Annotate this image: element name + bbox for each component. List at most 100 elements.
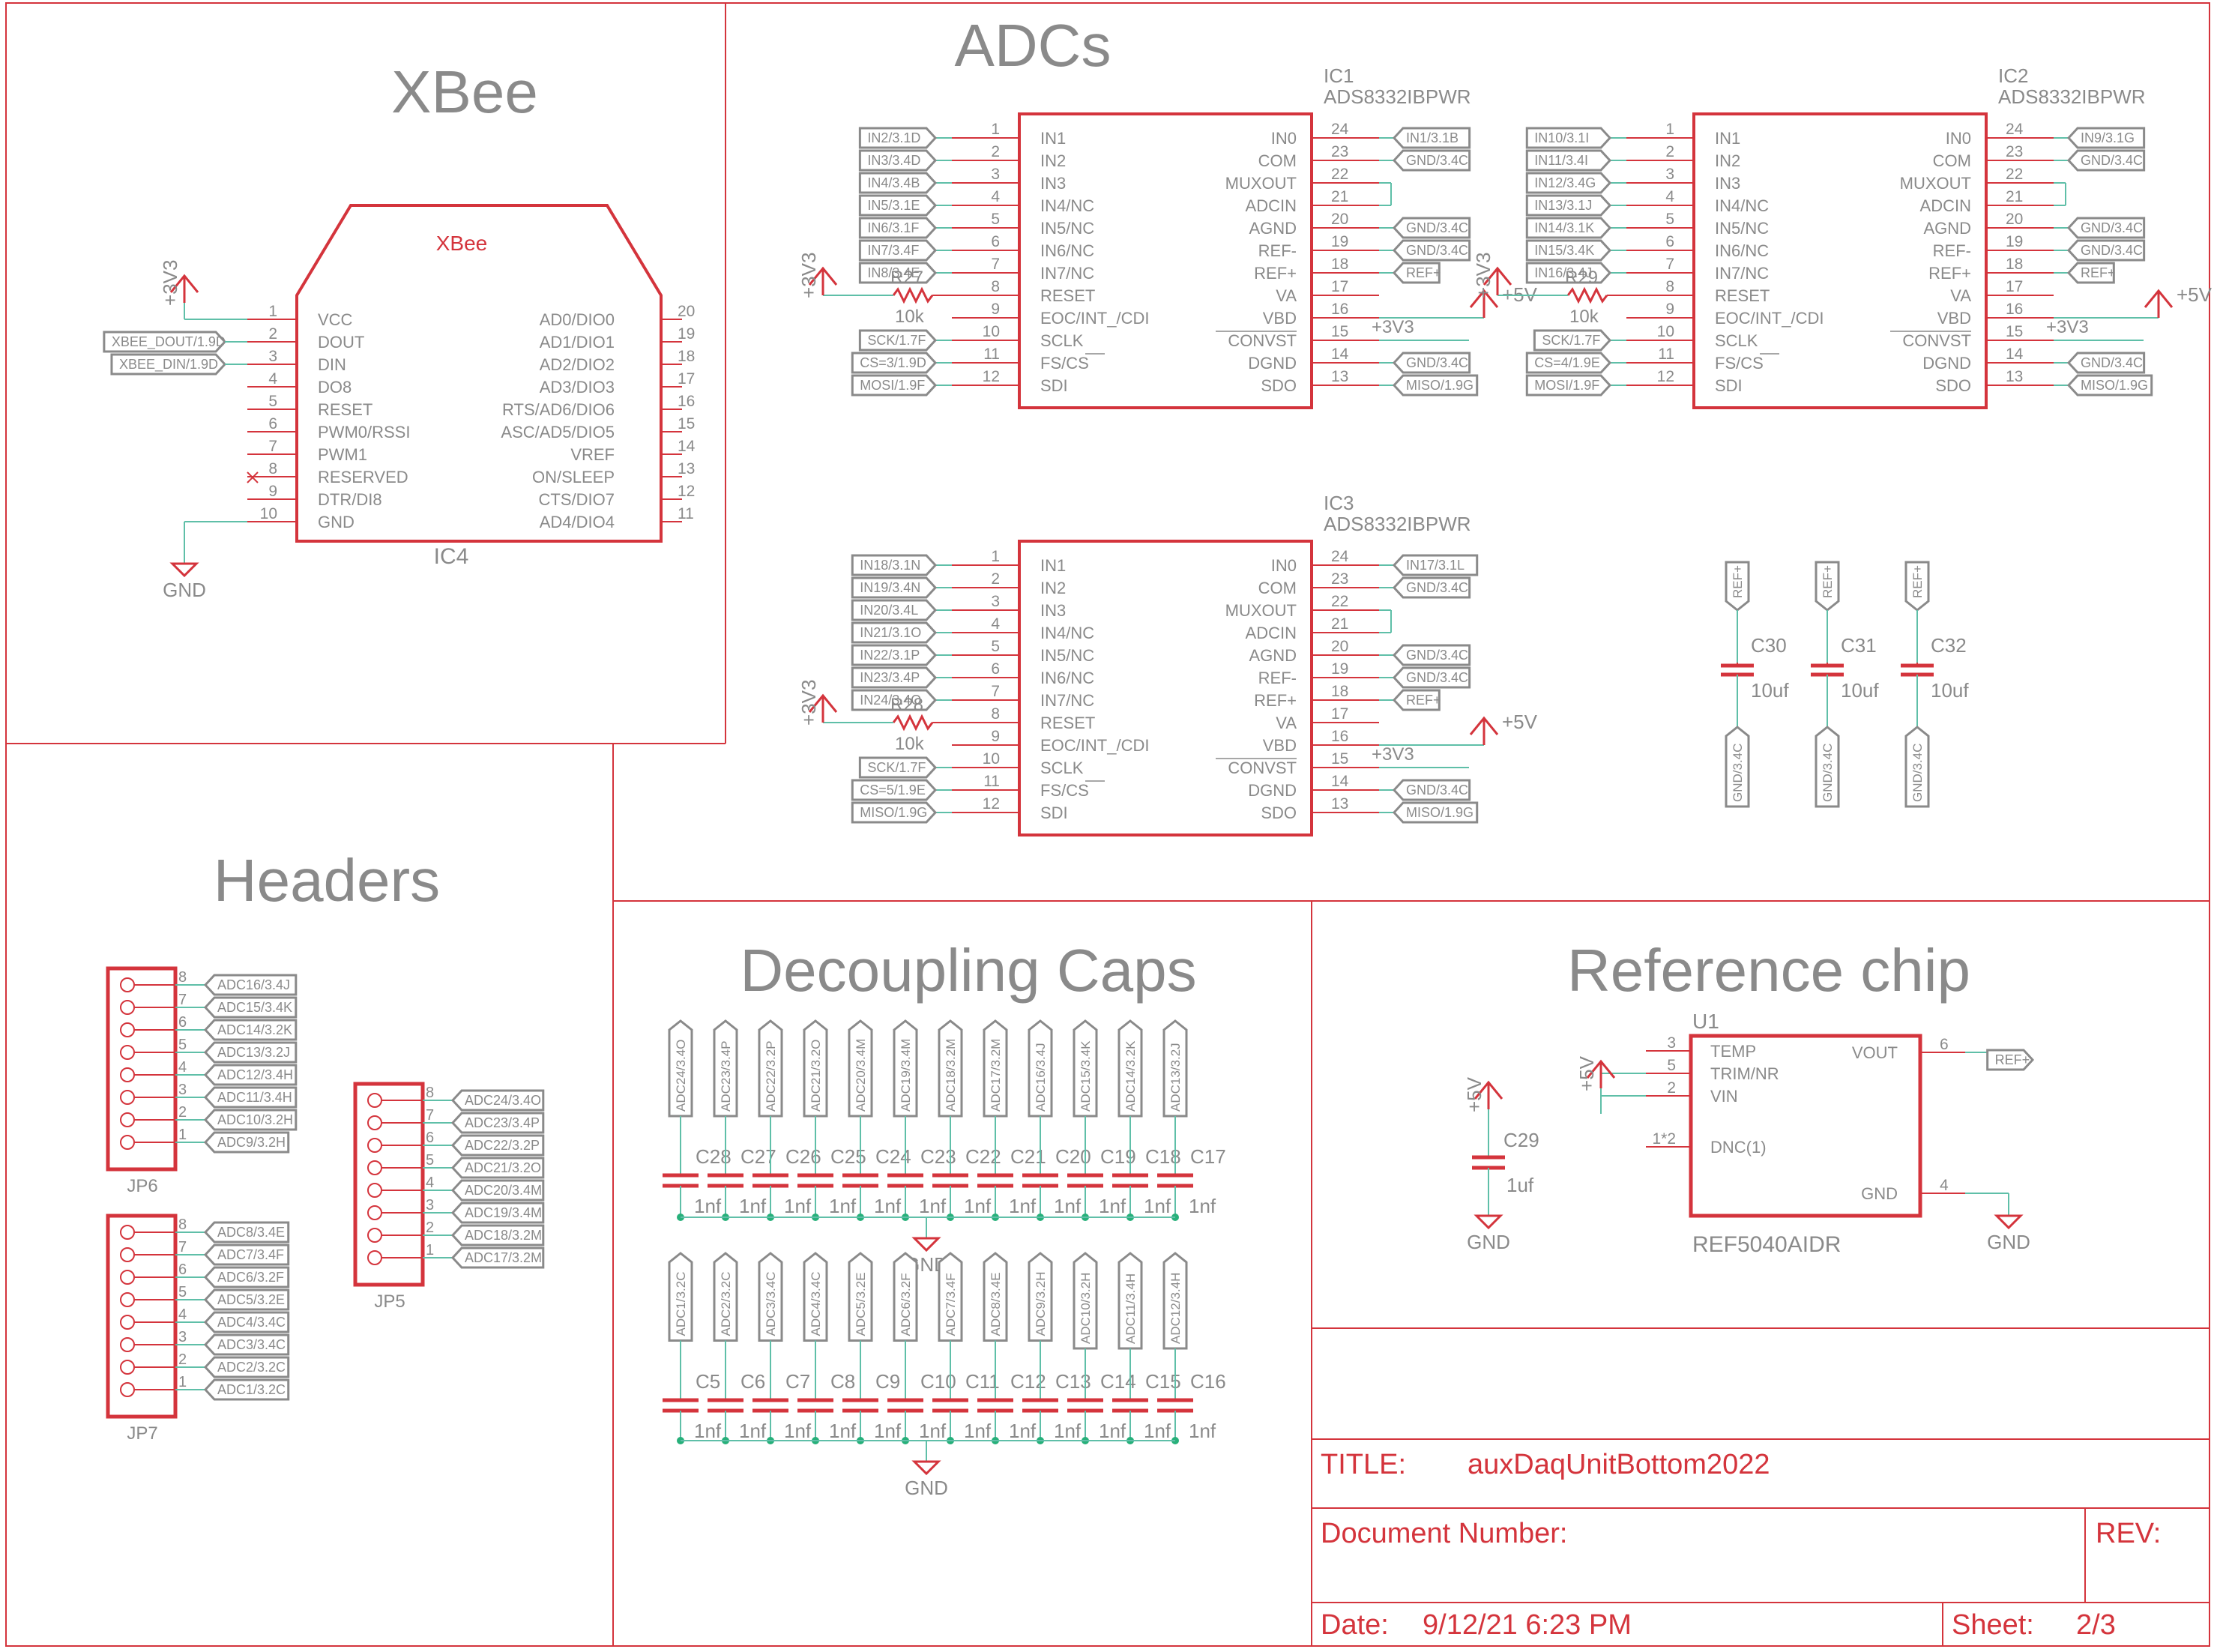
- pin-name: MUXOUT: [1225, 174, 1297, 193]
- net-label-flag: [851, 576, 938, 599]
- net-label: ADC19/3.4M: [450, 1202, 545, 1224]
- net-label: IN23/3.4P: [851, 666, 938, 689]
- pin-number: 8: [426, 1085, 434, 1101]
- pin-number: 15: [1331, 323, 1348, 340]
- net-label-text: ADC15/3.4K: [217, 1000, 292, 1015]
- net-label-text: GND/3.4C: [1406, 580, 1468, 595]
- net-label: GND/3.4C: [1392, 576, 1471, 599]
- cap-value: 10uf: [1841, 679, 1879, 702]
- chip-name: U1: [1692, 1010, 1719, 1033]
- header-name: JP6: [127, 1176, 157, 1196]
- ground-icon: [1474, 1214, 1503, 1230]
- net-label: IN15/3.4K: [1525, 239, 1612, 262]
- cap-value: 10uf: [1931, 679, 1969, 702]
- pin-name: IN3: [1040, 601, 1066, 620]
- net-label-flag: [110, 353, 227, 376]
- pin-name: SDI: [1715, 376, 1743, 395]
- power-symbol: +3V3: [1472, 253, 1512, 298]
- pin-name: VBD: [1263, 736, 1297, 755]
- net-label-flag: [2066, 352, 2146, 374]
- net-label-vertical: ADC10/3.2H: [1073, 1252, 1098, 1350]
- pin-name: REF-: [1258, 241, 1297, 260]
- net-label-text: IN18/3.1N: [860, 558, 920, 573]
- pin-number: 16: [1331, 301, 1348, 318]
- net-label-vertical: REF+: [1815, 561, 1840, 612]
- net-label-text: ADC9/3.2H: [1034, 1272, 1048, 1336]
- net-label-flag: [203, 1378, 290, 1401]
- cap-name: C29: [1503, 1129, 1539, 1151]
- header-pin-icon: [120, 1292, 135, 1307]
- cap-value: 1nf: [919, 1420, 947, 1442]
- pin-name: VCC: [318, 310, 353, 329]
- net-label-text: ADC13/3.2J: [1168, 1043, 1183, 1112]
- pin-number: 4: [991, 615, 1000, 633]
- pin-number: 6: [268, 415, 277, 432]
- pin-number: 7: [426, 1107, 434, 1124]
- net-label-vertical: ADC20/3.4M: [848, 1019, 873, 1118]
- pin-name: GND: [318, 513, 355, 531]
- net-label-text: IN4/3.4B: [867, 175, 920, 190]
- header-pin-icon: [120, 1135, 135, 1150]
- pin-number: 6: [991, 660, 1000, 678]
- pin-number: 17: [1331, 278, 1348, 295]
- net-label-text: GND/3.4C: [1406, 355, 1468, 370]
- net-label-flag: [203, 1019, 298, 1041]
- net-label-flag: [1525, 194, 1612, 217]
- power-symbol: +3V3: [159, 260, 199, 306]
- ground-symbol: GND: [163, 562, 206, 601]
- net-label-text: GND/3.4C: [2081, 243, 2143, 258]
- net-label: GND/3.4C: [1392, 352, 1471, 374]
- sheet-value: 2/3: [2076, 1609, 2116, 1641]
- net-label-text: ADC5/3.2E: [854, 1272, 868, 1336]
- net-label: IN16/3.4J: [1525, 262, 1612, 284]
- net-label-flag: [2066, 149, 2146, 172]
- cap-name: C9: [875, 1370, 900, 1393]
- header-pin-icon: [120, 1337, 135, 1352]
- net-label-text: ADC12/3.4H: [1168, 1273, 1183, 1344]
- pin-name: CONVST: [1228, 331, 1297, 350]
- net-label-text: ADC4/3.4C: [809, 1272, 823, 1336]
- net-label-text: XBEE_DIN/1.9D: [119, 357, 218, 373]
- net-label: IN5/3.1E: [858, 194, 938, 217]
- cap-value: 1nf: [739, 1420, 767, 1442]
- section-title-decoupling: Decoupling Caps: [740, 937, 1196, 1004]
- net-label-flag: [203, 974, 298, 996]
- net-label-text: REF+: [2081, 265, 2116, 280]
- power-symbol: +5V: [1469, 711, 1538, 745]
- pin-name: AGND: [1249, 219, 1297, 238]
- net-label: IN4/3.4B: [858, 172, 938, 194]
- pin-name: FS/CS: [1040, 354, 1089, 373]
- header-pin-icon: [367, 1160, 382, 1175]
- pin-number: 11: [678, 505, 694, 522]
- pin-number: 7: [991, 683, 1000, 700]
- net-label-text: GND/3.4C: [2081, 153, 2143, 168]
- net-label-text: IN8/3.4E: [867, 265, 920, 280]
- power-symbol: +5V: [1463, 1076, 1503, 1112]
- net-label: MISO/1.9G: [851, 801, 938, 824]
- net-label-text: ADC14/3.2K: [217, 1022, 292, 1037]
- net-label: ADC4/3.4C: [203, 1311, 290, 1333]
- net-label-flag: [1392, 149, 1471, 172]
- net-label-flag: [203, 1041, 298, 1064]
- pin-name: EOC/INT_/CDI: [1715, 309, 1824, 328]
- pin-name: IN5/NC: [1715, 219, 1769, 238]
- pin-name: ON/SLEEP: [532, 468, 615, 486]
- pin-name: REF+: [1254, 264, 1297, 283]
- pin-name: DNC(1): [1710, 1138, 1767, 1157]
- net-label-text: IN3/3.4D: [867, 153, 920, 168]
- pin-number: 5: [178, 1037, 187, 1053]
- pin-number: 5: [178, 1284, 187, 1300]
- net-label-vertical: REF+: [1904, 561, 1930, 612]
- net-label-vertical: ADC22/3.2P: [758, 1019, 783, 1118]
- adc-part: ADS8332IBPWR: [1998, 85, 2146, 108]
- adc-part: ADS8332IBPWR: [1324, 85, 1471, 108]
- pin-number: 9: [991, 301, 1000, 318]
- pin-number: 6: [426, 1130, 434, 1146]
- power-label: +5V: [1575, 1055, 1598, 1091]
- net-label-flag: [1815, 726, 1840, 808]
- net-label-flag: [1392, 554, 1479, 576]
- net-label-text: ADC17/3.2M: [989, 1039, 1003, 1112]
- pin-number: 3: [178, 1082, 187, 1098]
- pin-number: 10: [1657, 323, 1674, 340]
